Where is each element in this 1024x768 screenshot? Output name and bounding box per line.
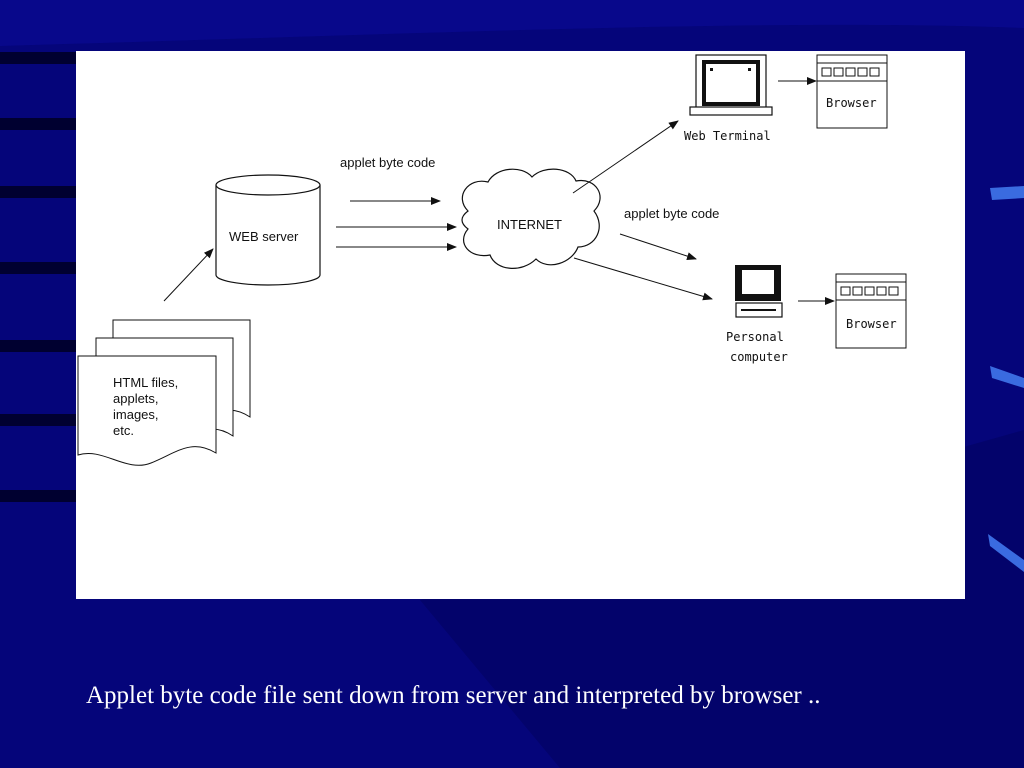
slide-caption: Applet byte code file sent down from ser… — [86, 682, 821, 709]
browser-label-bottom: Browser — [846, 317, 897, 331]
documents-label-line-4: etc. — [113, 423, 134, 438]
document-sheet-front — [77, 355, 217, 466]
applet-flow-diagram: HTML files, applets, images, etc. WEB se… — [77, 54, 907, 466]
personal-computer-label-line-2: computer — [730, 350, 788, 364]
browser-label-top: Browser — [826, 96, 877, 110]
personal-computer: Personal computer — [726, 265, 788, 364]
source-documents: HTML files, applets, images, etc. — [77, 319, 251, 466]
internet-label: INTERNET — [497, 217, 562, 232]
internet-cloud: INTERNET — [461, 168, 601, 269]
arrow-internet-to-terminal — [572, 120, 679, 194]
browser-window-bottom: Browser — [835, 273, 907, 349]
right-edge-accents — [988, 186, 1024, 572]
arrow-bytecode-to-pc — [619, 233, 697, 260]
web-server-cylinder: WEB server — [215, 174, 321, 286]
bytecode-label-right: applet byte code — [624, 206, 719, 221]
arrow-docs-to-server — [163, 248, 214, 302]
web-terminal-monitor: Web Terminal — [684, 54, 773, 143]
bytecode-label-left: applet byte code — [340, 155, 435, 170]
personal-computer-label-line-1: Personal — [726, 330, 784, 344]
documents-label-line-3: images, — [113, 407, 159, 422]
web-server-label: WEB server — [229, 229, 299, 244]
documents-label-line-1: HTML files, — [113, 375, 178, 390]
browser-window-top: Browser — [816, 54, 888, 129]
arrow-internet-to-pc — [573, 257, 713, 301]
left-edge-stripes — [0, 52, 76, 502]
diagram-panel: HTML files, applets, images, etc. WEB se… — [76, 51, 965, 599]
web-terminal-label: Web Terminal — [684, 129, 771, 143]
documents-label-line-2: applets, — [113, 391, 159, 406]
